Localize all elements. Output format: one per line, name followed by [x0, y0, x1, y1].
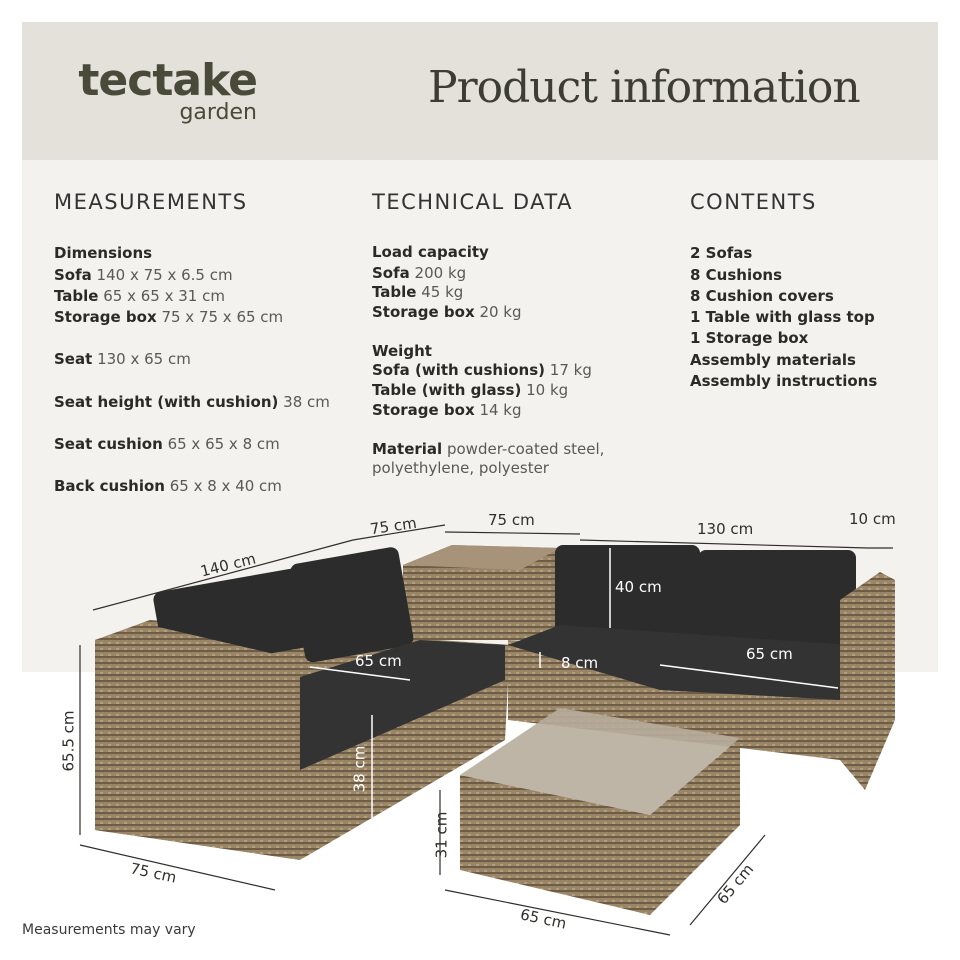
- dim-cushion-thickness: 8 cm: [561, 654, 599, 672]
- dim-back-height: 40 cm: [615, 578, 662, 596]
- dim-height: 65.5 cm: [59, 710, 78, 772]
- dimension-lines: [79, 524, 893, 936]
- dim-box-width: 75 cm: [488, 511, 535, 529]
- spec-row: Seat 130 x 65 cm: [54, 350, 191, 369]
- dimensions-label: Dimensions: [54, 244, 153, 263]
- dim-seat-width-left: 65 cm: [355, 652, 402, 670]
- dim-table-height: 31 cm: [432, 811, 451, 859]
- white-dimension-lines: [309, 548, 839, 828]
- spec-row: Sofa 140 x 75 x 6.5 cm: [54, 265, 233, 284]
- spec-row: Seat height (with cushion) 38 cm: [54, 392, 330, 411]
- header: [22, 22, 938, 160]
- dim-arm: 10 cm: [849, 510, 896, 528]
- dim-seat-width: 130 cm: [697, 520, 754, 538]
- spec-row: Back cushion 65 x 8 x 40 cm: [54, 477, 282, 496]
- spec-row: Table 65 x 65 x 31 cm: [54, 286, 225, 305]
- contents-item: 8 Cushion covers: [690, 286, 834, 305]
- contents-item: 1 Storage box: [690, 329, 809, 348]
- measurements-column: MEASUREMENTS Dimensions Sofa 140 x 75 x …: [54, 190, 330, 498]
- page-title: Product information: [428, 62, 861, 113]
- material-row: Material powder-coated steel,: [372, 439, 605, 458]
- contents-item: 1 Table with glass top: [690, 308, 875, 327]
- contents-item: 8 Cushions: [690, 265, 783, 284]
- technical-column: TECHNICAL DATA Load capacity Sofa 200 kg…: [372, 190, 605, 479]
- contents-item: 2 Sofas: [690, 244, 753, 263]
- spec-row: Storage box 14 kg: [372, 400, 522, 419]
- brand-name: tectake: [78, 55, 258, 106]
- contents-item: Assembly materials: [690, 350, 856, 369]
- material-row-2: polyethylene, polyester: [372, 459, 549, 478]
- dim-seat-depth: 65 cm: [746, 645, 793, 663]
- weight-label: Weight: [372, 341, 432, 360]
- spec-row: Table (with glass) 10 kg: [372, 381, 569, 400]
- measurements-heading: MEASUREMENTS: [54, 190, 248, 214]
- dim-seat-height: 38 cm: [350, 745, 369, 793]
- storage-box: [403, 545, 560, 640]
- spec-row: Seat cushion 65 x 65 x 8 cm: [54, 435, 280, 454]
- spec-row: Storage box 20 kg: [372, 303, 522, 321]
- contents-heading: CONTENTS: [690, 190, 817, 214]
- contents-column: CONTENTS 2 Sofas 8 Cushions 8 Cushion co…: [690, 190, 878, 392]
- coffee-table: [460, 708, 740, 915]
- footer-note: Measurements may vary: [22, 922, 196, 938]
- load-label: Load capacity: [372, 243, 489, 262]
- spec-row: Sofa 200 kg: [372, 263, 467, 282]
- spec-row: Sofa (with cushions) 17 kg: [372, 361, 592, 380]
- technical-heading: TECHNICAL DATA: [372, 190, 573, 214]
- brand-sub: garden: [179, 100, 257, 125]
- brand-logo: tectake garden: [75, 55, 258, 125]
- spec-row: Table 45 kg: [372, 283, 464, 302]
- contents-item: Assembly instructions: [690, 372, 878, 391]
- spec-row: Storage box 75 x 75 x 65 cm: [54, 308, 284, 327]
